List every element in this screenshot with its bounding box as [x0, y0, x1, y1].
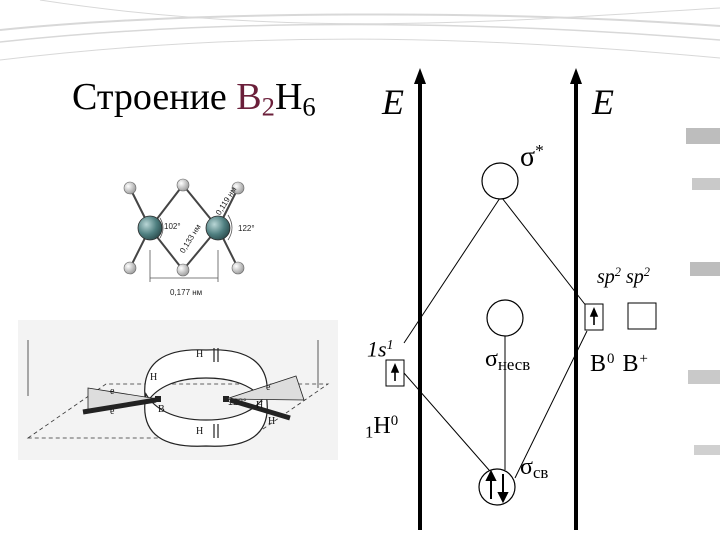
- correlation-lines: [403, 197, 588, 479]
- sketch-label-h: H: [196, 349, 203, 360]
- energy-axis-left-arrow: [414, 68, 426, 84]
- h-mass-number: 1: [365, 422, 374, 442]
- h-charge: 0: [390, 413, 399, 429]
- h-symbol: H: [373, 413, 391, 440]
- b-atom-ball: [205, 215, 231, 241]
- sp2-sup-2: 2: [643, 265, 650, 279]
- sp2-label-1: sp: [597, 265, 615, 288]
- bb-length-label: 0,177 нм: [170, 288, 203, 297]
- nonbonding-orbital: [486, 299, 524, 337]
- antibonding-orbital: [481, 162, 519, 200]
- b-atom-ball: [137, 215, 163, 241]
- formula-hydrogen: H: [274, 76, 303, 118]
- sp2-sup-1: 2: [614, 265, 621, 279]
- boron-electron-up: [589, 306, 599, 325]
- b0-charge: 0: [607, 351, 616, 367]
- decorative-swooshes: [0, 0, 720, 61]
- boron-sp2-box-2: [627, 302, 657, 330]
- sketch-label-h: H: [268, 416, 275, 427]
- sketch-h-top: H: [196, 349, 203, 360]
- boron-orbital-labels: sp2 sp2: [597, 266, 650, 287]
- orbital-overlap-sketch: H H H e e e H H B: [18, 320, 338, 460]
- title-prefix: Строение: [72, 76, 237, 118]
- sketch-label-e: e: [110, 406, 115, 417]
- bonding-sub: св: [532, 463, 549, 483]
- angle-bridge-label: 102°: [164, 222, 181, 231]
- sketch-angle-label: 122°: [228, 397, 247, 407]
- sketch-label-h: H: [150, 372, 157, 383]
- angle-terminal-label: 122°: [238, 224, 255, 233]
- b2h6-ball-stick-model: [123, 178, 245, 282]
- sketch-label-h: H: [256, 400, 263, 411]
- antibonding-symbol: σ: [520, 141, 536, 173]
- bonding-symbol: σ: [520, 454, 533, 480]
- hydrogen-orbital-label: 1s1: [367, 338, 393, 361]
- formula-boron: B: [236, 76, 262, 118]
- hydrogen-atom-label: 1H0: [365, 414, 398, 441]
- energy-label-right: E: [592, 82, 614, 122]
- b0-symbol: B: [590, 351, 608, 378]
- formula-boron-count: 2: [261, 91, 275, 122]
- antibonding-star: *: [535, 141, 544, 160]
- sketch-label-e: e: [266, 382, 271, 393]
- slide-title: Строение B2H6: [72, 78, 316, 120]
- hydrogen-electron-up: [390, 362, 400, 381]
- h-atom-ball: [176, 178, 190, 192]
- s-sup: 1: [386, 337, 394, 352]
- boron-atom-labels: B0 B+: [590, 351, 649, 378]
- sketch-label-e: e: [110, 386, 115, 397]
- nonbonding-symbol: σ: [485, 346, 498, 372]
- h-atom-ball: [231, 181, 245, 195]
- antibonding-label: σ*: [520, 142, 544, 172]
- nonbonding-sub: несв: [497, 355, 531, 375]
- decorative-right-bars: [686, 128, 720, 455]
- title-formula: B2: [236, 76, 275, 120]
- bonding-orbital: [478, 468, 516, 506]
- formula-hydrogen-count: 6: [302, 91, 316, 122]
- h-atom-ball: [176, 263, 190, 277]
- s-label: 1s: [367, 336, 387, 362]
- energy-label-left: E: [382, 82, 404, 122]
- h-atom-ball: [123, 261, 137, 275]
- energy-axis-right-arrow: [570, 68, 582, 84]
- bonding-electron-pair: [485, 469, 509, 504]
- h-atom-ball: [231, 261, 245, 275]
- bplus-symbol: B: [622, 351, 640, 378]
- sketch-label-h: H: [196, 426, 203, 437]
- sp2-label-2: sp: [626, 265, 644, 288]
- bonding-label: σсв: [520, 455, 548, 482]
- h-atom-ball: [123, 181, 137, 195]
- nonbonding-label: σнесв: [485, 347, 530, 374]
- sketch-label-b: B: [158, 404, 165, 415]
- bplus-charge: +: [639, 351, 649, 367]
